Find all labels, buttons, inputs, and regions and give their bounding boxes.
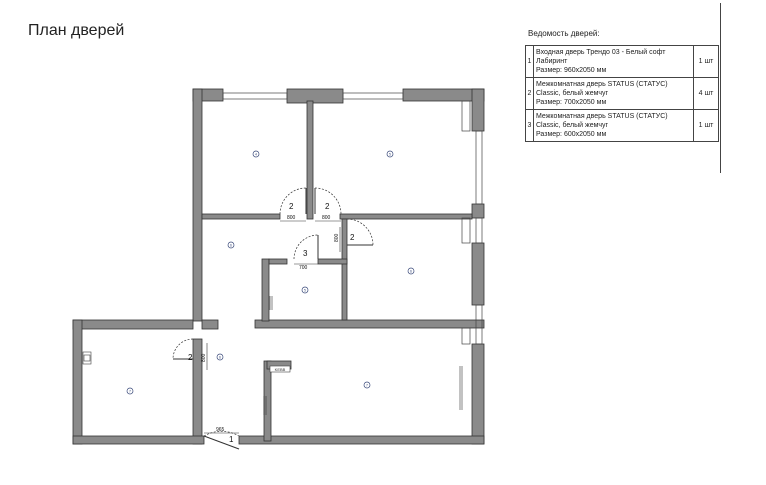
room-marker: 5 <box>386 150 394 158</box>
windows <box>222 92 483 345</box>
kitchen-fixture-inner <box>83 354 91 362</box>
schedule-row-quantity: 4 шт <box>693 77 719 110</box>
svg-text:5: 5 <box>389 153 391 157</box>
svg-text:6: 6 <box>230 244 232 248</box>
svg-text:6: 6 <box>219 356 221 360</box>
door-dimension: 800 <box>322 215 331 221</box>
radiator-fixture <box>269 365 291 373</box>
door-dimension: 700 <box>299 265 308 271</box>
walls <box>72 88 485 445</box>
door-tags: 2 800 2 800 2 800 3 700 2 800 1 965 <box>188 202 355 444</box>
svg-text:7: 7 <box>129 390 131 394</box>
schedule-row-description: Межкомнатная дверь STATUS (СТАТУС) Class… <box>533 109 694 142</box>
door-dimension: 800 <box>334 233 340 242</box>
door-dimension: 800 <box>201 353 207 362</box>
sheet-border-line <box>720 3 721 173</box>
door-dimension: 965 <box>216 427 225 433</box>
radiator-label: KEBB <box>275 367 286 372</box>
room-marker: 6 <box>407 267 415 275</box>
page-title: План дверей <box>28 22 125 39</box>
room-marker: 5 <box>301 286 309 294</box>
door-tag: 3 <box>303 249 308 258</box>
room-marker: 7 <box>126 387 134 395</box>
door-tag: 2 <box>188 353 193 362</box>
fixtures: KEBB <box>82 296 463 415</box>
door-dimension: 800 <box>287 215 296 221</box>
door-tag: 2 <box>289 202 294 211</box>
door-leaves <box>173 188 373 450</box>
room-marker: 6 <box>227 241 235 249</box>
schedule-row-quantity: 1 шт <box>693 45 719 78</box>
door-tag: 2 <box>325 202 330 211</box>
door-tag: 1 <box>229 435 234 444</box>
schedule-row: 3 Межкомнатная дверь STATUS (СТАТУС) Cla… <box>525 109 719 142</box>
room-marker: 6 <box>216 353 224 361</box>
svg-text:6: 6 <box>410 270 412 274</box>
room-marker: 7 <box>363 381 371 389</box>
schedule-title: Ведомость дверей: <box>528 29 600 38</box>
svg-text:4: 4 <box>255 153 257 157</box>
kitchen-fixture <box>82 351 92 365</box>
room-marker: 4 <box>252 150 260 158</box>
schedule-row-quantity: 1 шт <box>693 109 719 142</box>
svg-text:5: 5 <box>304 289 306 293</box>
door-swings <box>172 187 374 437</box>
door-tag: 2 <box>350 233 355 242</box>
svg-text:7: 7 <box>366 384 368 388</box>
schedule-row-description: Межкомнатная дверь STATUS (СТАТУС) Class… <box>533 77 694 110</box>
room-markers: 4 5 6 6 6 5 7 7 <box>126 150 415 395</box>
schedule-row: 2 Межкомнатная дверь STATUS (СТАТУС) Cla… <box>525 77 719 110</box>
dimension-lines <box>204 220 341 434</box>
door-schedule-table: 1 Входная дверь Трендо 03 - Белый софт Л… <box>525 45 719 142</box>
